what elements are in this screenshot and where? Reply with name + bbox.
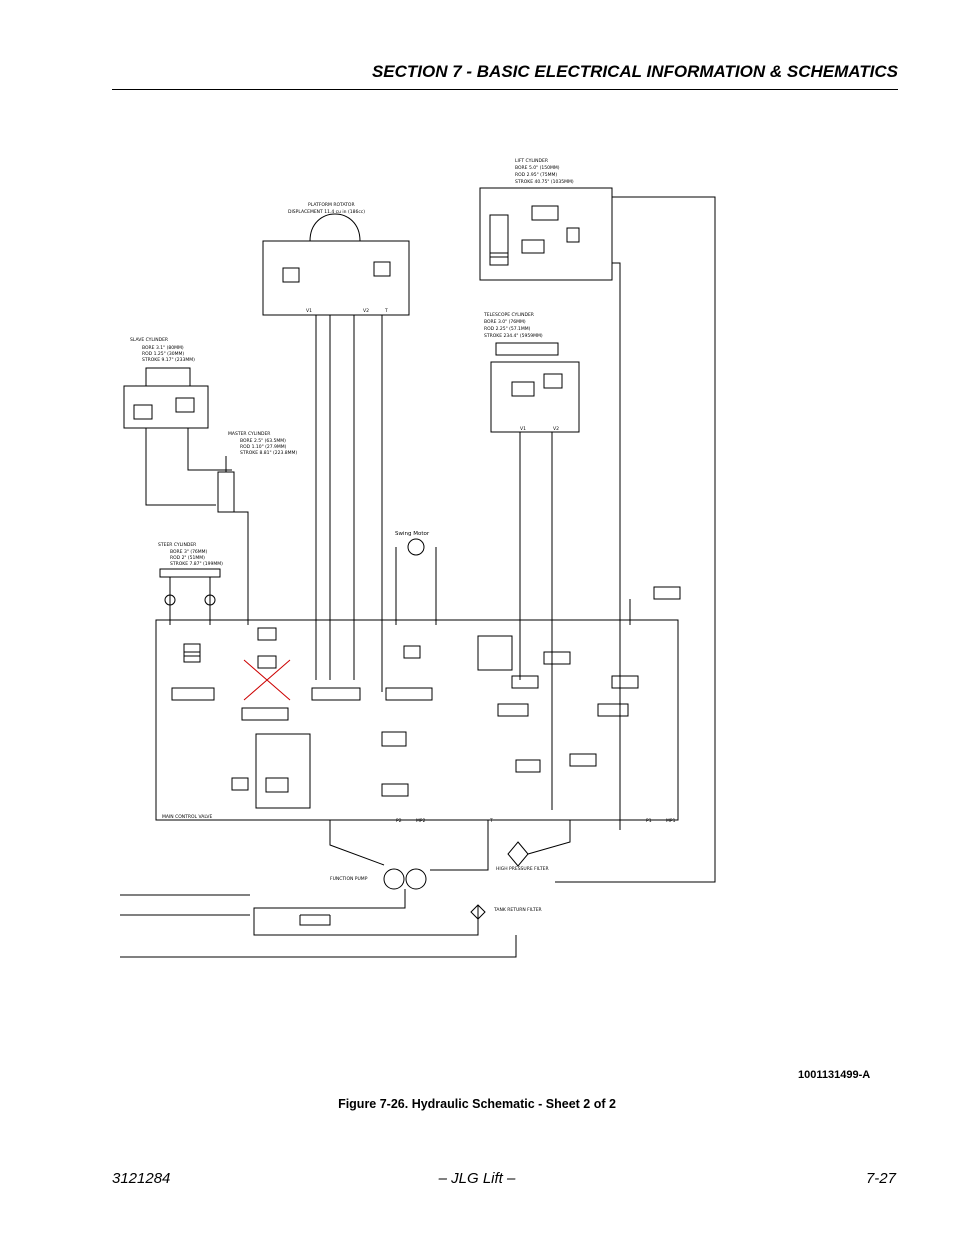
platform-rotator-title: PLATFORM ROTATOR [308,202,355,208]
header-rule [112,89,898,90]
slave-cylinder-rod: ROD 1.25" (30MM) [142,351,184,357]
master-cylinder-bore: BORE 2.5" (63.5MM) [240,438,286,444]
tank-return-filter-label: TANK RETURN FILTER [493,907,542,913]
master-cylinder-title: MASTER CYLINDER [228,431,270,437]
lift-cylinder-title: LIFT CYLINDER [515,158,548,164]
page-number: 7-27 [865,1170,896,1187]
rotator-port-t: T [384,308,388,314]
publisher-name: – JLG Lift – [438,1170,516,1187]
valve-port-t: T [489,818,493,824]
high-pressure-filter-label: HIGH PRESSURE FILTER [496,866,549,872]
steer-cylinder-bore: BORE 3" (76MM) [170,549,208,555]
valve-port-p2: P2 [396,818,402,824]
telescope-cylinder-title: TELESCOPE CYLINDER [483,312,534,318]
steer-cylinder-title: STEER CYLINDER [158,542,196,548]
lift-cylinder-rod: ROD 2.95" (75MM) [515,172,557,178]
valve-port-mp1: MP1 [666,818,676,824]
valve-port-mp2: MP2 [416,818,426,824]
lift-cylinder-stroke: STROKE 40.75" (1035MM) [515,179,574,185]
valve-port-p1: P1 [646,818,652,824]
rotator-port-v1: V1 [306,308,312,314]
slave-cylinder-bore: BORE 3.1" (80MM) [142,345,184,351]
document-number: 3121284 [112,1170,171,1187]
function-pump-label: FUNCTION PUMP [330,876,368,882]
section-title: SECTION 7 - BASIC ELECTRICAL INFORMATION… [371,62,898,81]
main-control-valve-label: MAIN CONTROL VALVE [162,814,212,820]
steer-cylinder-rod: ROD 2" (51MM) [170,555,205,561]
platform-rotator-displacement: DISPLACEMENT 11.4 cu in (186cc) [288,209,365,215]
telescope-port-v1: V1 [520,426,526,432]
lift-cylinder-bore: BORE 5.0" (150MM) [515,165,560,171]
swing-motor-label: Swing Motor [395,531,430,537]
drawing-number: 1001131499-A [798,1069,871,1081]
telescope-cylinder-rod: ROD 2.25" (57.1MM) [484,326,531,332]
telescope-cylinder-bore: BORE 3.0" (76MM) [484,319,526,325]
master-cylinder-rod: ROD 1.10" (27.9MM) [240,444,287,450]
master-cylinder-stroke: STROKE 8.81" (223.8MM) [240,450,297,456]
telescope-port-v2: V2 [553,426,559,432]
slave-cylinder-title: SLAVE CYLINDER [130,337,168,343]
steer-cylinder-stroke: STROKE 7.87" (199MM) [170,561,223,567]
rotator-port-v2: V2 [363,308,369,314]
figure-caption: Figure 7-26. Hydraulic Schematic - Sheet… [338,1097,616,1111]
telescope-cylinder-stroke: STROKE 234.4" (5959MM) [484,333,543,339]
hydraulic-schematic: LIFT CYLINDER BORE 5.0" (150MM) ROD 2.95… [120,158,716,958]
slave-cylinder-stroke: STROKE 9.17" (233MM) [142,357,195,363]
